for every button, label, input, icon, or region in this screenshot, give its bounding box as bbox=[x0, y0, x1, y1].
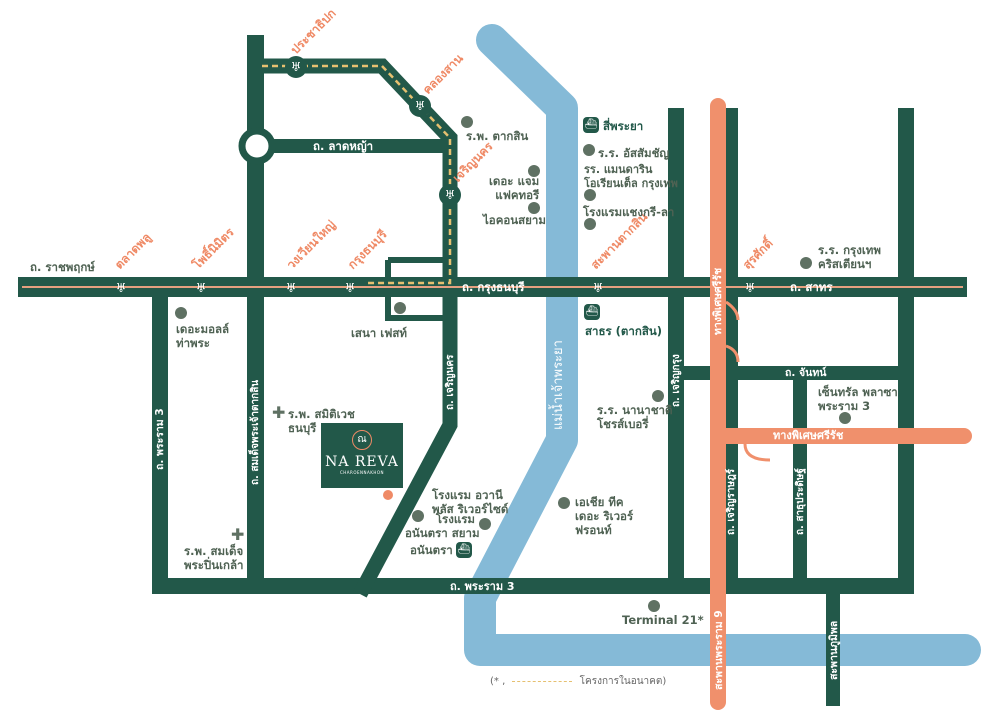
place-marker bbox=[528, 202, 540, 214]
expressway-vertical-label: ทางพิเศษศรีรัช bbox=[712, 267, 724, 335]
bts-station-icon bbox=[285, 56, 307, 78]
bts-station-icons bbox=[285, 56, 461, 206]
east-road bbox=[898, 108, 914, 594]
place-asiatique: เอเชีย ทีคเดอะ ริเวอร์ฟรอนท์ bbox=[575, 495, 634, 537]
place-marker bbox=[412, 510, 424, 522]
legend-dash-sample bbox=[512, 680, 573, 682]
place-iconsiam: ไอคอนสยาม bbox=[483, 213, 546, 227]
prajadhipok-road bbox=[257, 58, 458, 598]
place-mall-thapra: เดอะมอลล์ท่าพระ bbox=[176, 322, 230, 350]
place-marker bbox=[652, 390, 664, 402]
place-marker bbox=[800, 257, 812, 269]
svg-text:♅: ♅ bbox=[345, 281, 356, 295]
sena-fest-block bbox=[385, 257, 448, 321]
lat-ya-road-label: ถ. ลาดหญ้า bbox=[313, 139, 374, 153]
place-somdet-hospital: ร.พ. สมเด็จพระปิ่นเกล้า bbox=[184, 544, 244, 572]
chan-road bbox=[684, 366, 914, 380]
svg-text:♅: ♅ bbox=[415, 99, 426, 113]
place-marker bbox=[584, 218, 596, 230]
project-subtitle: CHAROENNAKHON bbox=[340, 470, 384, 475]
rama3-road-left bbox=[152, 297, 168, 594]
svg-text:♅: ♅ bbox=[745, 281, 756, 295]
expressway-horizontal-label: ทางพิเศษศรีรัช bbox=[773, 429, 844, 442]
somdet-taksin-road bbox=[247, 35, 264, 594]
sathu-pradit-road-label: ถ. สาธุประดิษฐ์ bbox=[795, 468, 806, 535]
wongwian-yai-circle bbox=[238, 127, 276, 165]
rama3-left-road-label: ถ. พระราม 3 bbox=[154, 408, 166, 470]
place-marker bbox=[461, 116, 473, 128]
ratchaphruek-road-label: ถ. ราชพฤกษ์ bbox=[30, 260, 95, 274]
expressway-vertical bbox=[710, 98, 726, 710]
place-si-phraya-pier: สี่พระยา bbox=[603, 119, 644, 133]
place-intl-school: ร.ร. นานาชาติโชรส์เบอรี่ bbox=[597, 403, 673, 431]
legend: (* , โครงการในอนาคต) bbox=[490, 674, 666, 689]
place-anantara-pier: อนันตรา bbox=[410, 543, 453, 557]
legend-prefix: (* , bbox=[490, 676, 506, 687]
place-bangkok-christian: ร.ร. กรุงเทพคริสเตียนฯ bbox=[818, 243, 881, 271]
river-label: แม่น้ำเจ้าพระยา bbox=[551, 340, 566, 430]
place-sathorn-pier: สาธร (ตากสิน) bbox=[585, 324, 662, 338]
place-marker bbox=[479, 518, 491, 530]
legend-text: โครงการในอนาคต) bbox=[579, 676, 667, 687]
place-marker bbox=[583, 144, 595, 156]
place-marker bbox=[175, 307, 187, 319]
krung-thonburi-road-label: ถ. กรุงธนบุรี bbox=[462, 280, 525, 294]
svg-text:♅: ♅ bbox=[196, 281, 207, 295]
svg-text:♅: ♅ bbox=[445, 188, 456, 202]
chan-road-label: ถ. จันทน์ bbox=[785, 367, 827, 379]
road-network bbox=[18, 35, 967, 706]
rama9-bridge-label: สะพานพระราม 9 bbox=[713, 610, 725, 690]
place-terminal21: Terminal 21* bbox=[622, 613, 704, 627]
place-marker bbox=[528, 165, 540, 177]
sathorn-road-label: ถ. สาทร bbox=[790, 280, 833, 294]
place-sena-fest: เสนา เฟสท์ bbox=[351, 326, 407, 340]
hospital-icon: ✚ bbox=[272, 403, 286, 422]
place-marker bbox=[839, 412, 851, 424]
place-marker bbox=[584, 189, 596, 201]
place-central-rama3: เซ็นทรัล พลาซาพระราม 3 bbox=[818, 385, 898, 413]
charoen-krung-road bbox=[668, 108, 684, 580]
svg-text:♅: ♅ bbox=[286, 281, 297, 295]
place-assumption: ร.ร. อัสสัมชัญ bbox=[598, 146, 670, 160]
future-line bbox=[262, 64, 452, 285]
expressway-horizontal bbox=[718, 428, 972, 444]
bts-station-icon bbox=[409, 95, 431, 117]
boat-pier-icon: ⛴ bbox=[584, 304, 600, 320]
svg-text:♅: ♅ bbox=[116, 281, 127, 295]
bts-station-icon bbox=[439, 184, 461, 206]
charoen-rat-road bbox=[724, 108, 738, 580]
project-name: NA REVA bbox=[325, 454, 399, 470]
rama3-road-label: ถ. พระราม 3 bbox=[450, 580, 515, 593]
place-samitivej: ร.พ. สมิติเวชธนบุรี bbox=[288, 407, 355, 435]
somdet-taksin-road-label: ถ. สมเด็จพระเจ้าตากสิน bbox=[250, 379, 261, 485]
hospital-icon: ✚ bbox=[231, 525, 245, 544]
svg-text:♅: ♅ bbox=[593, 281, 604, 295]
place-taksin-hospital: ร.พ. ตากสิน bbox=[466, 129, 529, 143]
project-logo-na-reva: ณ NA REVA CHAROENNAKHON bbox=[321, 423, 403, 488]
project-monogram: ณ bbox=[352, 430, 372, 450]
place-marker bbox=[394, 302, 406, 314]
lat-ya-road bbox=[257, 139, 452, 153]
chao-phraya-river bbox=[464, 24, 981, 666]
charoen-nakhon-road-label: ถ. เจริญนคร bbox=[445, 354, 456, 410]
place-shangrila: โรงแรมแชงกรี-ลา bbox=[583, 205, 675, 219]
station-glyphs: ♅ ♅ ♅ ♅ ♅ ♅ ♅ ♅ ♅ bbox=[116, 60, 756, 295]
svg-text:♅: ♅ bbox=[291, 60, 302, 74]
place-marker bbox=[648, 600, 660, 612]
bhumibol-bridge-road bbox=[826, 594, 840, 706]
project-location-marker bbox=[383, 490, 393, 500]
place-marker bbox=[558, 497, 570, 509]
place-avani: โรงแรม อวานีพลัส ริเวอร์ไซด์ bbox=[432, 488, 509, 516]
boat-pier-icon: ⛴ bbox=[456, 542, 472, 558]
bhumibol-bridge-label: สะพานภูมิพล bbox=[828, 620, 840, 680]
charoen-krung-road-label: ถ. เจริญกรุง bbox=[671, 354, 682, 407]
place-jam-factory: เดอะ แจมแฟคทอรี bbox=[489, 174, 540, 202]
charoen-rat-road-label: ถ. เจริญราษฎร์ bbox=[726, 468, 737, 535]
place-anantara-siam: โรงแรมอนันตรา สยาม bbox=[405, 512, 480, 540]
place-mandarin-oriental: รร. แมนดารินโอเรียนเต็ล กรุงเทพ bbox=[584, 163, 678, 190]
boat-pier-icon: ⛴ bbox=[583, 117, 599, 133]
expressway-ramps bbox=[725, 300, 771, 462]
